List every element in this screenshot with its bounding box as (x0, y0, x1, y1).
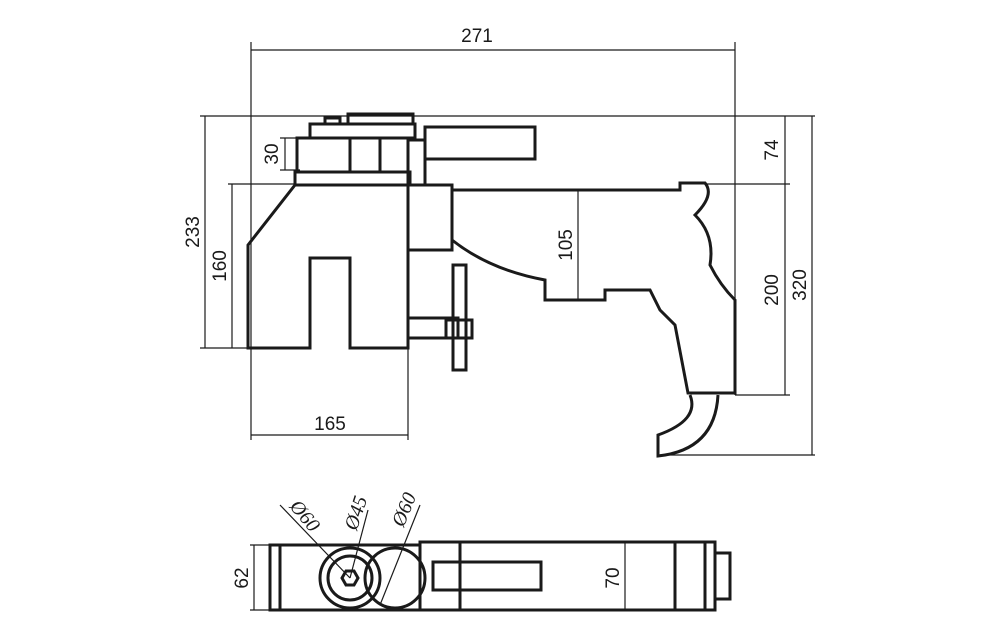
body-block (418, 540, 717, 612)
dim-grip-height: 200 (762, 274, 783, 306)
dim-top-offset: 74 (762, 139, 783, 161)
head-jaw (246, 183, 410, 350)
side-dimension-lines (200, 42, 815, 456)
dim-head-width: 165 (314, 414, 346, 435)
dim-overall-length: 271 (461, 26, 493, 47)
barrel-and-grip (450, 181, 737, 395)
dim-jaw-height: 160 (210, 250, 231, 282)
dim-diameter-1: Ø60 (284, 495, 324, 536)
dim-body-depth: 70 (603, 567, 624, 588)
top-knob (346, 112, 415, 126)
dim-diameter-2: Ø45 (340, 493, 372, 534)
hex-drive (340, 569, 360, 587)
tool-outline (246, 112, 737, 458)
dim-barrel-height: 105 (556, 229, 577, 261)
square-drive-circle (326, 554, 374, 602)
end-cap (713, 551, 732, 601)
dim-diameter-3: Ø60 (387, 490, 421, 531)
dim-overall-height: 320 (790, 269, 811, 301)
dim-head-depth: 62 (232, 567, 253, 588)
top-block (295, 136, 410, 174)
motor-circle (363, 546, 427, 610)
cable (656, 394, 720, 458)
top-view: Ø60 Ø45 Ø60 62 70 (232, 490, 732, 612)
top-base-plate (293, 170, 412, 187)
top-cap (308, 122, 417, 140)
side-view: 271 30 74 233 160 105 200 320 165 (183, 26, 815, 458)
side-handle-top (431, 560, 543, 592)
dim-head-height: 233 (183, 216, 204, 248)
socket-circle (318, 546, 382, 610)
side-handle (423, 125, 537, 161)
dim-top-block-height: 30 (262, 143, 283, 164)
motor-body (406, 183, 454, 252)
